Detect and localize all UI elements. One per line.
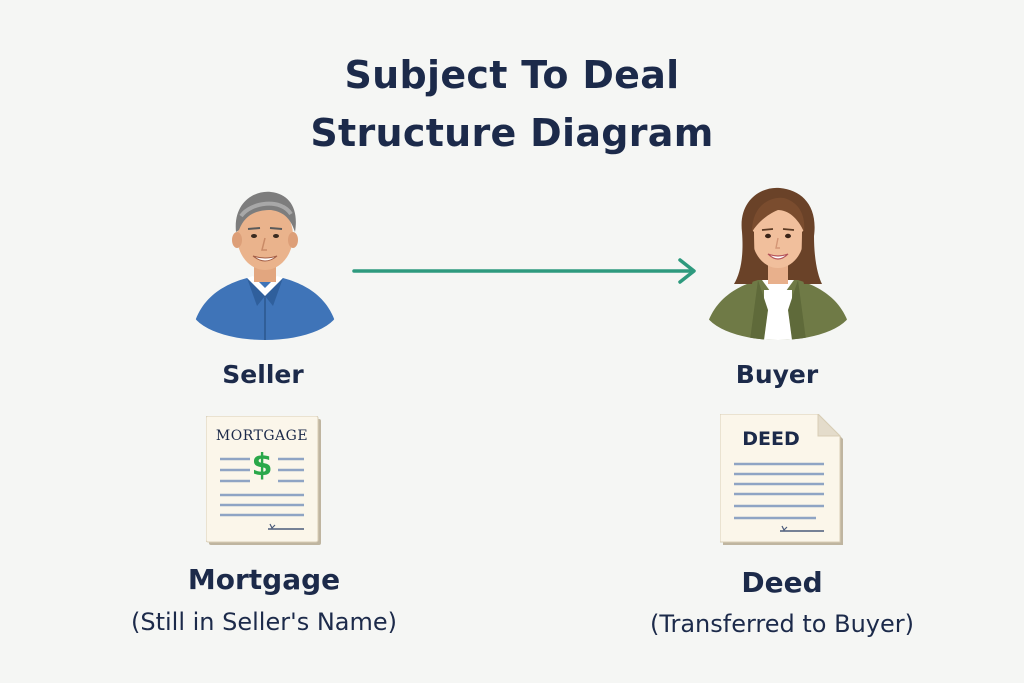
deed-doc-heading: DEED xyxy=(742,428,800,450)
deed-title: Deed xyxy=(741,566,823,599)
buyer-avatar-icon xyxy=(704,187,852,340)
dollar-icon: $ xyxy=(251,448,273,483)
title-line-1: Subject To Deal xyxy=(344,53,680,97)
seller-avatar-icon xyxy=(191,191,339,340)
title-line-2: Structure Diagram xyxy=(310,111,714,155)
mortgage-subtitle: (Still in Seller's Name) xyxy=(130,608,397,636)
diagram-title: Subject To Deal Structure Diagram xyxy=(0,46,1024,162)
mortgage-title: Mortgage xyxy=(187,563,341,596)
mortgage-document-icon: MORTGAGE $ xyxy=(206,416,324,548)
buyer-label: Buyer xyxy=(735,360,819,389)
seller-label: Seller xyxy=(222,360,304,389)
transfer-arrow xyxy=(352,258,696,284)
deed-document-icon: DEED xyxy=(720,414,846,548)
mortgage-doc-heading: MORTGAGE xyxy=(215,428,309,444)
deed-subtitle: (Transferred to Buyer) xyxy=(649,610,914,638)
